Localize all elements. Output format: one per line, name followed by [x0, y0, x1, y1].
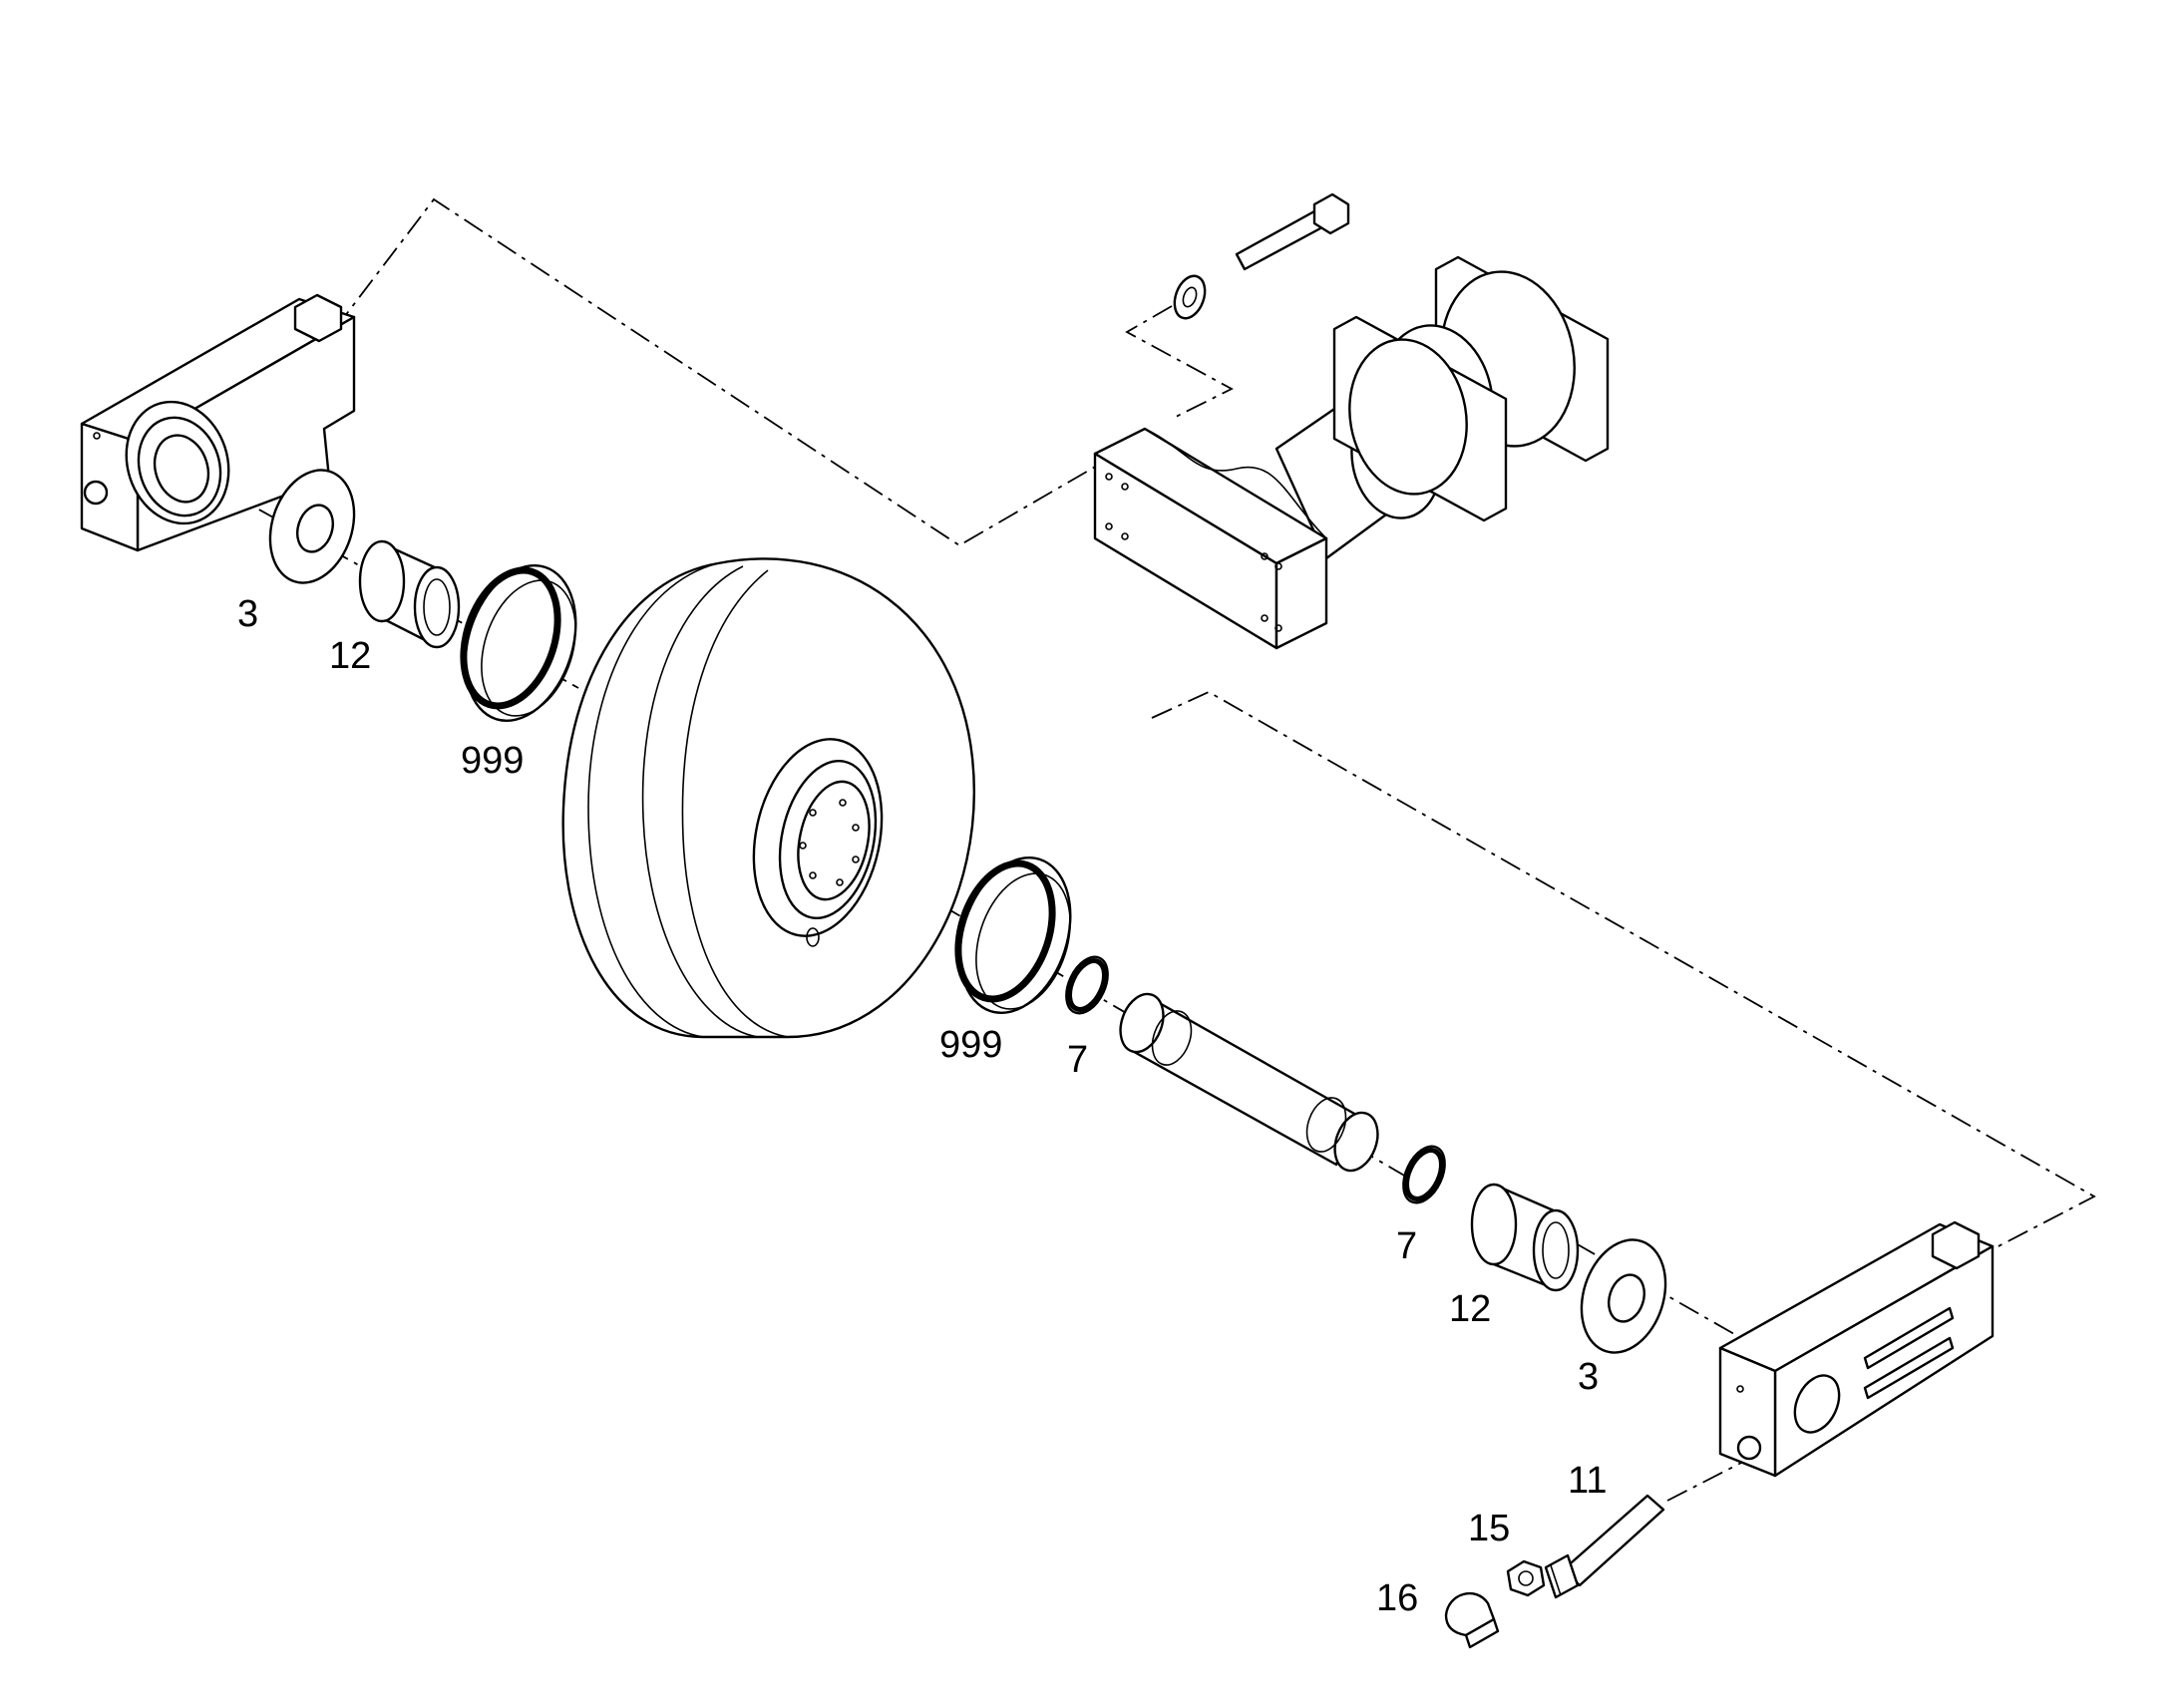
seal-left — [460, 564, 577, 722]
callout-grease-fitting: 11 — [1568, 1460, 1607, 1502]
idler-wheel — [561, 557, 975, 1039]
mounting-yoke — [1093, 255, 1610, 650]
cap-nut — [1444, 1592, 1500, 1649]
grease-fitting — [1544, 1494, 1665, 1599]
top-washer — [1173, 274, 1207, 320]
seal-right — [954, 856, 1072, 1014]
callout-oring-left: 7 — [1067, 1039, 1088, 1081]
oring-right — [1402, 1145, 1446, 1204]
callout-washer-left: 3 — [237, 593, 258, 635]
callout-oring-right: 7 — [1396, 1225, 1417, 1267]
shaft — [1119, 992, 1379, 1173]
top-bolt — [1235, 192, 1350, 271]
washer-right — [1580, 1238, 1667, 1354]
callout-washer-right: 3 — [1578, 1356, 1599, 1398]
callout-seal-right: 999 — [939, 1024, 1002, 1066]
callout-seal-left: 999 — [461, 740, 524, 782]
washer-left — [268, 469, 356, 584]
bushing-right — [1470, 1183, 1580, 1292]
bushing-left — [358, 539, 461, 649]
oring-left — [1065, 955, 1109, 1015]
callout-cap-nut: 16 — [1376, 1577, 1418, 1619]
callout-bushing-left: 12 — [329, 635, 371, 677]
right-housing-block — [1718, 1220, 1995, 1478]
callout-bushing-right: 12 — [1449, 1288, 1491, 1330]
callout-nut: 15 — [1468, 1508, 1510, 1549]
nut — [1506, 1559, 1546, 1597]
left-housing-block — [80, 293, 356, 552]
